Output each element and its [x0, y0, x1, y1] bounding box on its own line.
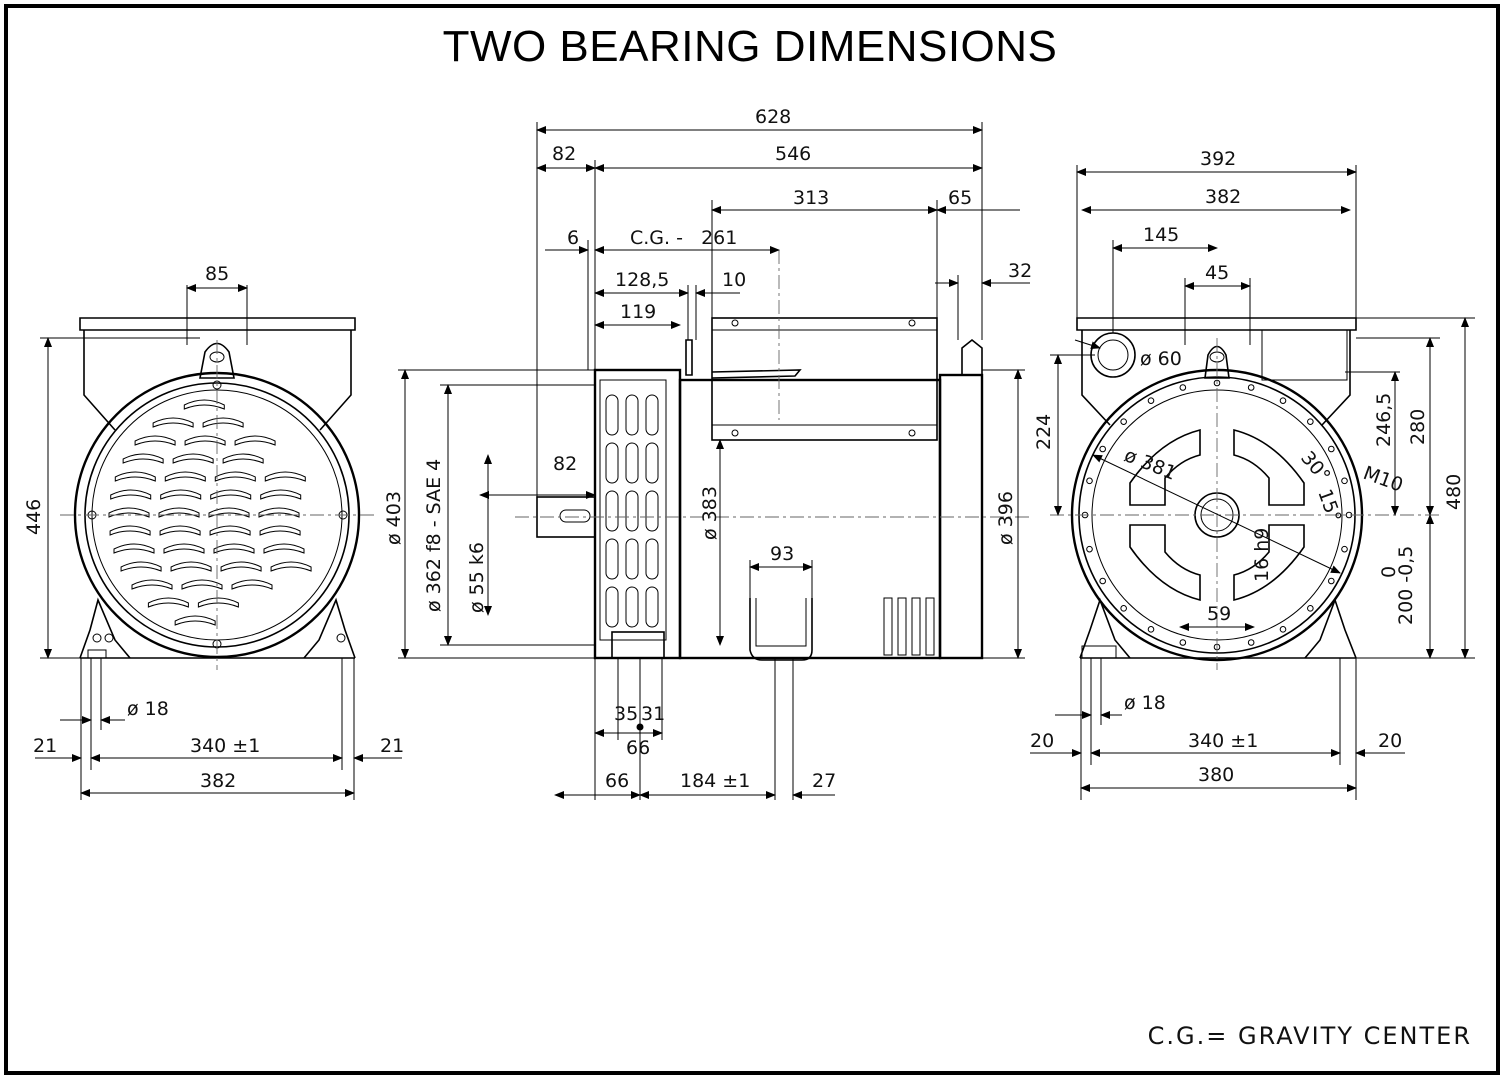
side-dim-32: 32: [1008, 260, 1032, 282]
drawing-frame: [4, 4, 1500, 1075]
side-vent-slots: [605, 394, 659, 628]
front-dim-340: 340 ±1: [190, 735, 260, 757]
front-dim-85: 85: [205, 263, 229, 285]
rear-dim-20-right: 20: [1378, 730, 1402, 752]
side-dim-27: 27: [812, 770, 836, 792]
side-dim-313: 313: [793, 187, 829, 209]
side-dim-396: ø 396: [995, 491, 1017, 545]
rear-dim-280: 280: [1407, 409, 1429, 445]
rear-bolt-ring: [1081, 379, 1353, 651]
side-dim-628: 628: [755, 106, 791, 128]
side-dim-66-b: 66: [605, 770, 629, 792]
rear-dim-145: 145: [1143, 224, 1179, 246]
side-dim-82-top: 82: [552, 143, 576, 165]
rear-dim-200-tol: 0: [1378, 566, 1400, 578]
side-dim-362: ø 362 f8 - SAE 4: [423, 459, 445, 612]
side-dim-35: 35: [614, 703, 638, 725]
rear-angle-15: 15°: [1313, 486, 1345, 525]
front-dim-21-left: 21: [33, 735, 57, 757]
front-dim-382: 382: [200, 770, 236, 792]
side-dim-55: ø 55 k6: [466, 542, 488, 613]
side-view: [515, 250, 1030, 661]
rear-dim-dia381: ø 381: [1121, 444, 1179, 485]
side-dim-31: 31: [641, 703, 665, 725]
front-view: [60, 317, 375, 670]
side-dim-383: ø 383: [699, 486, 721, 540]
side-dim-119: 119: [620, 301, 656, 323]
rear-dim-hole: ø 18: [1124, 692, 1166, 714]
rear-dim-380: 380: [1198, 764, 1234, 786]
rear-dim-392: 392: [1200, 148, 1236, 170]
rear-dim-59: 59: [1207, 603, 1231, 625]
rear-dim-246: 246,5: [1373, 393, 1395, 447]
side-dim-403: ø 403: [383, 491, 405, 545]
side-dim-65: 65: [948, 187, 972, 209]
rear-keyway: 16 h9: [1251, 528, 1273, 582]
side-view-dimensions: 628 82 546 313 65 6 C.G. - 261 128,5 10 …: [383, 106, 1032, 800]
side-dim-546: 546: [775, 143, 811, 165]
side-dim-82-shaft: 82: [553, 453, 577, 475]
rear-dim-340: 340 ±1: [1188, 730, 1258, 752]
rear-dim-45: 45: [1205, 262, 1229, 284]
rear-dim-20-left: 20: [1030, 730, 1054, 752]
rear-dim-224: 224: [1033, 414, 1055, 450]
side-dim-6: 6: [567, 227, 579, 249]
front-view-dimensions: 85 446 ø 18 21 340 ±1 21 382: [23, 263, 404, 800]
rear-view-dimensions: 392 382 145 45 ø 60 ø 381 30° 15° M10 16…: [1030, 148, 1475, 800]
front-dim-hole: ø 18: [127, 698, 169, 720]
front-dim-446: 446: [23, 499, 45, 535]
side-dim-184: 184 ±1: [680, 770, 750, 792]
rear-thread-m10: M10: [1360, 462, 1406, 497]
front-dim-21-right: 21: [380, 735, 404, 757]
side-dim-cg: C.G. - 261: [630, 227, 737, 249]
rear-dim-480: 480: [1443, 474, 1465, 510]
drawing-title: TWO BEARING DIMENSIONS: [442, 22, 1058, 71]
side-dim-128: 128,5: [615, 269, 669, 291]
rear-dim-382: 382: [1205, 186, 1241, 208]
side-dim-66-a: 66: [626, 737, 650, 759]
gravity-center-note: C.G.= GRAVITY CENTER: [1147, 1022, 1472, 1050]
rear-dim-200: 200 -0,5: [1395, 546, 1417, 625]
rear-view: [1050, 317, 1440, 670]
front-vent-slots: [108, 399, 312, 626]
side-dim-93: 93: [770, 543, 794, 565]
side-dim-10: 10: [722, 269, 746, 291]
rear-dim-dia60: ø 60: [1140, 348, 1182, 370]
